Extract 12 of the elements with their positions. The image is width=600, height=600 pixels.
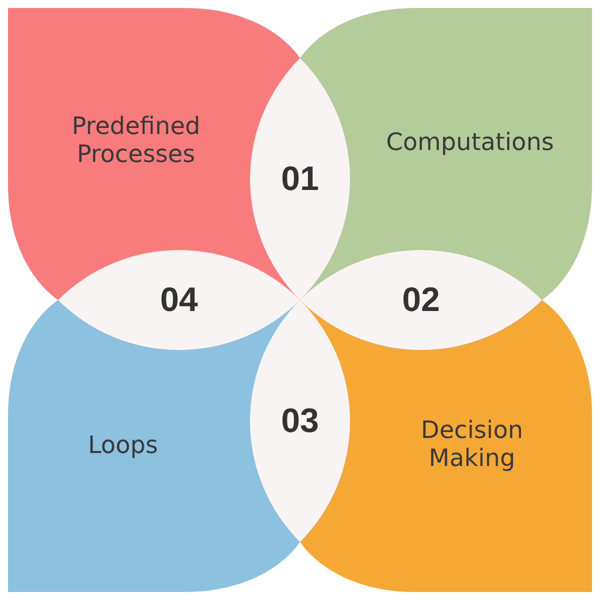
petal-label: Predefined Processes bbox=[70, 112, 202, 168]
lens-shape bbox=[58, 250, 300, 350]
step-number: 04 bbox=[160, 282, 198, 318]
step-number: 03 bbox=[281, 403, 319, 439]
petal-label: Computations bbox=[385, 128, 555, 156]
step-number: 02 bbox=[402, 282, 440, 318]
lens-shape bbox=[250, 300, 350, 542]
step-number: 01 bbox=[281, 161, 319, 197]
petal-label: Decision Making bbox=[420, 416, 524, 472]
lens-shape bbox=[250, 58, 350, 300]
petal-label: Loops bbox=[86, 431, 160, 459]
lens-shape bbox=[300, 250, 542, 350]
